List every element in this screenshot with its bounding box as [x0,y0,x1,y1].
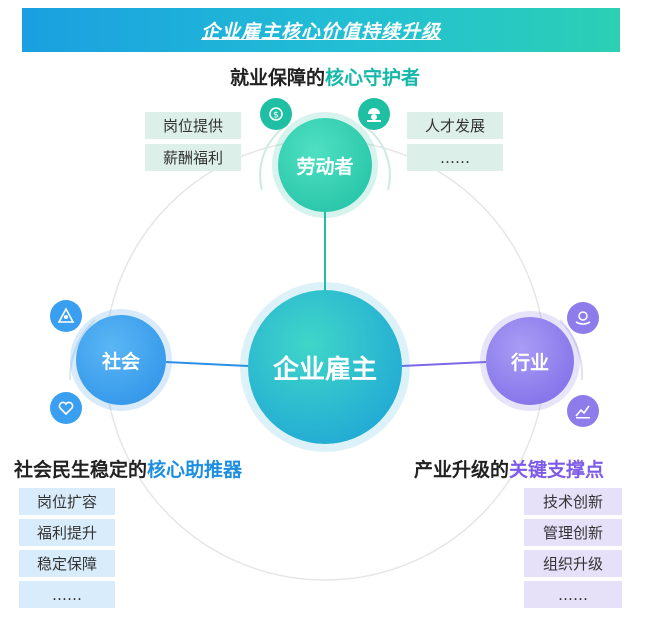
worker-tag-label: 岗位提供 [162,117,223,135]
society-tag-label: 岗位扩容 [36,493,97,511]
worker-tag-label: …… [440,148,470,167]
society-heading-prefix: 社会民生稳定的 [14,459,148,481]
society-heading-highlight: 核心助推器 [147,459,243,481]
money-head-icon: $ [260,98,292,130]
industry-heading: 产业升级的关键支撑点 [414,455,604,482]
industry-node-label: 行业 [510,351,549,374]
industry-tag: …… [524,581,622,608]
worker-helmet-icon [358,98,390,130]
page-title: 企业雇主核心价值持续升级 [200,20,441,43]
industry-tag-label: …… [558,585,588,604]
industry-tag-label: 组织升级 [542,555,603,573]
heart-icon [50,392,82,424]
society-tag-label: …… [52,585,82,604]
industry-heading-highlight: 关键支撑点 [509,459,605,481]
society-tag-label: 稳定保障 [36,555,97,573]
industry-tag-label: 技术创新 [542,493,603,511]
employer-node-label: 企业雇主 [272,354,377,385]
worker-heading: 就业保障的核心守护者 [0,63,650,90]
community-icon [50,300,82,332]
industry-tag: 管理创新 [524,519,622,546]
title-banner: 企业雇主核心价值持续升级 [22,8,620,52]
worker-node-label: 劳动者 [296,155,354,178]
society-tag: 稳定保障 [19,550,115,577]
society-tag: 岗位扩容 [19,488,115,515]
worker-tag: 人才发展 [407,112,503,139]
worker-heading-prefix: 就业保障的 [229,67,325,89]
hand-coin-icon [567,302,599,334]
society-node: 社会 [76,315,166,405]
worker-node: 劳动者 [278,118,372,212]
society-node-label: 社会 [101,350,140,373]
industry-heading-prefix: 产业升级的 [414,459,510,481]
growth-chart-icon [567,395,599,427]
svg-text:$: $ [273,111,279,121]
industry-tag-label: 管理创新 [542,524,603,542]
worker-tag: …… [407,144,503,171]
worker-tag: 岗位提供 [145,112,241,139]
industry-tag: 组织升级 [524,550,622,577]
worker-heading-highlight: 核心守护者 [325,67,421,89]
society-tag: 福利提升 [19,519,115,546]
employer-node: 企业雇主 [248,290,402,444]
worker-tag-label: 人才发展 [424,117,485,135]
society-heading: 社会民生稳定的核心助推器 [14,455,242,482]
worker-tag: 薪酬福利 [145,144,241,171]
industry-tag: 技术创新 [524,488,622,515]
society-tag-label: 福利提升 [36,524,97,542]
society-tag: …… [19,581,115,608]
worker-tag-label: 薪酬福利 [162,149,223,167]
industry-node: 行业 [486,317,574,405]
